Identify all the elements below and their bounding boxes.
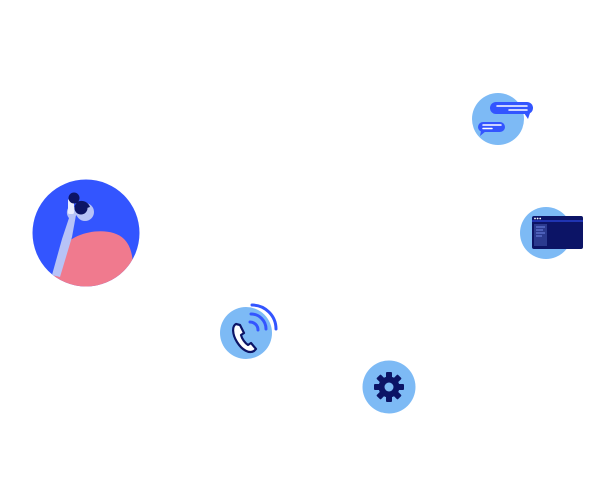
phone-node	[218, 298, 282, 362]
settings-node	[361, 359, 417, 415]
chat-node	[470, 91, 536, 147]
avatar	[32, 179, 142, 289]
app-window-icon	[520, 207, 583, 259]
gear-icon	[362, 360, 416, 414]
window-node	[518, 206, 586, 262]
person-on-phone-avatar	[32, 179, 140, 287]
chat-bubbles-icon	[472, 93, 533, 145]
phone-calling-icon	[220, 303, 278, 359]
